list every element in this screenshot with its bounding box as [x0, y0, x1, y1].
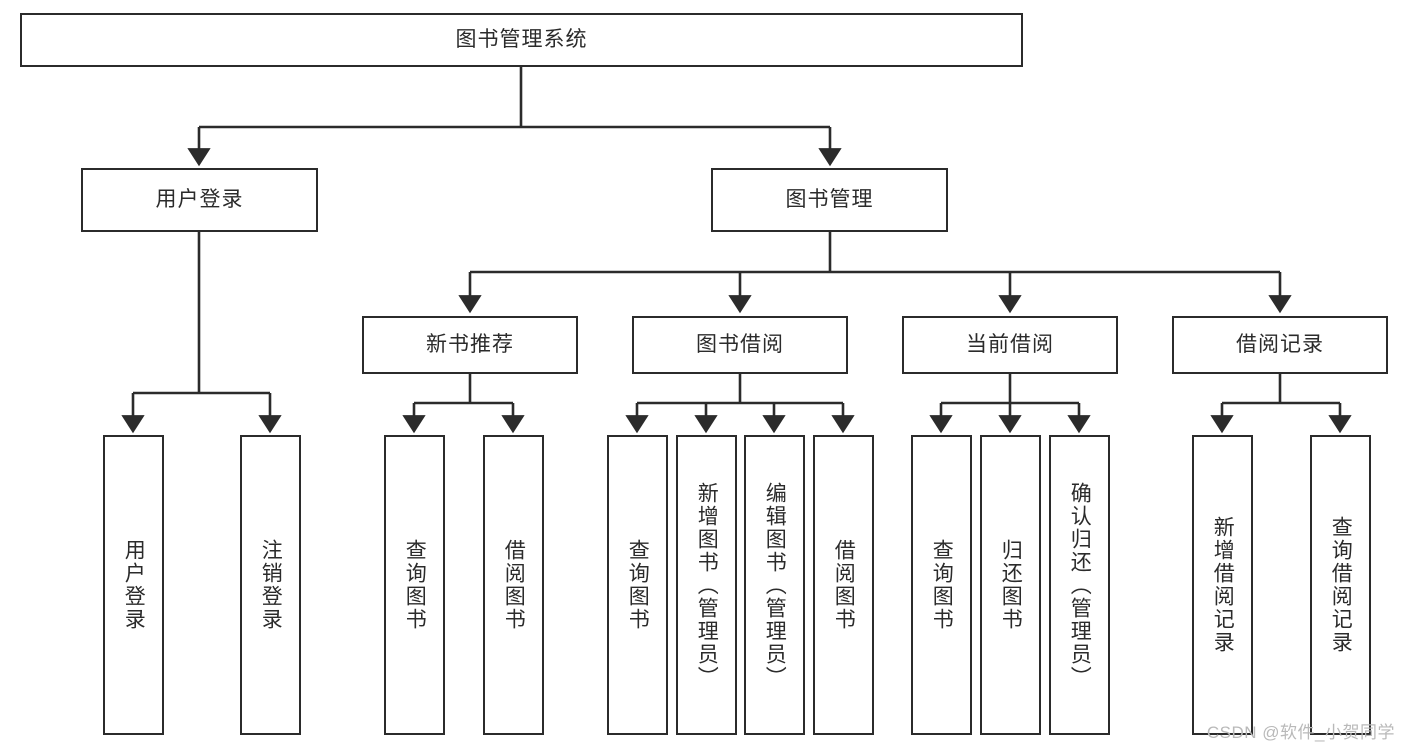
- node-label: 图书管理: [785, 188, 874, 212]
- node-book-management[interactable]: 图书管理: [711, 168, 948, 232]
- leaf-label: 编辑图书（管理员）: [763, 481, 787, 689]
- leaf-confirm-return-admin[interactable]: 确认归还（管理员）: [1049, 435, 1110, 735]
- leaf-add-book-admin[interactable]: 新增图书（管理员）: [676, 435, 737, 735]
- leaf-label: 新增图书（管理员）: [695, 481, 719, 689]
- node-label: 用户登录: [155, 188, 244, 212]
- node-user-login[interactable]: 用户登录: [81, 168, 318, 232]
- leaf-edit-book-admin[interactable]: 编辑图书（管理员）: [744, 435, 805, 735]
- leaf-label: 查询借阅记录: [1329, 516, 1353, 654]
- leaf-borrow-book-recommend[interactable]: 借阅图书: [483, 435, 544, 735]
- leaf-query-book-recommend[interactable]: 查询图书: [384, 435, 445, 735]
- leaf-label: 确认归还（管理员）: [1068, 481, 1092, 689]
- watermark: CSDN @软件_小贺同学: [1206, 723, 1395, 742]
- node-label: 新书推荐: [426, 333, 514, 357]
- leaf-label: 用户登录: [122, 539, 146, 631]
- node-new-book-recommend[interactable]: 新书推荐: [362, 316, 578, 374]
- leaf-label: 借阅图书: [502, 539, 526, 631]
- leaf-label: 新增借阅记录: [1211, 516, 1235, 654]
- node-label: 图书借阅: [696, 333, 784, 357]
- leaf-label: 注销登录: [259, 539, 283, 631]
- leaf-query-book-current[interactable]: 查询图书: [911, 435, 972, 735]
- leaf-return-book[interactable]: 归还图书: [980, 435, 1041, 735]
- leaf-label: 归还图书: [999, 539, 1023, 631]
- node-borrow-records[interactable]: 借阅记录: [1172, 316, 1388, 374]
- node-label: 图书管理系统: [455, 28, 588, 52]
- leaf-query-borrow-record[interactable]: 查询借阅记录: [1310, 435, 1371, 735]
- node-root-library-system[interactable]: 图书管理系统: [20, 13, 1023, 67]
- leaf-label: 查询图书: [930, 539, 954, 631]
- node-label: 借阅记录: [1236, 333, 1324, 357]
- leaf-label: 查询图书: [626, 539, 650, 631]
- leaf-query-book-borrow[interactable]: 查询图书: [607, 435, 668, 735]
- leaf-label: 借阅图书: [832, 539, 856, 631]
- leaf-label: 查询图书: [403, 539, 427, 631]
- leaf-user-login[interactable]: 用户登录: [103, 435, 164, 735]
- leaf-add-borrow-record[interactable]: 新增借阅记录: [1192, 435, 1253, 735]
- leaf-borrow-book[interactable]: 借阅图书: [813, 435, 874, 735]
- node-book-borrow[interactable]: 图书借阅: [632, 316, 848, 374]
- leaf-logout[interactable]: 注销登录: [240, 435, 301, 735]
- node-current-borrow[interactable]: 当前借阅: [902, 316, 1118, 374]
- node-label: 当前借阅: [966, 333, 1054, 357]
